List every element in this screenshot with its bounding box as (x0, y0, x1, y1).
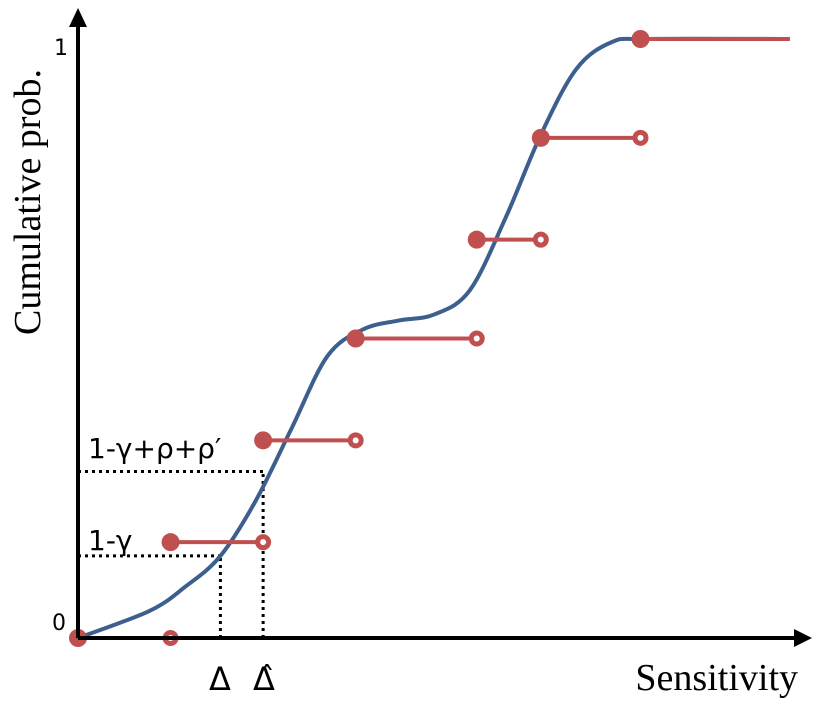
x-axis-label: Sensitivity (635, 657, 798, 699)
empirical-steps-layer (69, 30, 790, 647)
y-tick-label-0: 0 (52, 611, 66, 636)
step-closed-point (346, 329, 365, 348)
y-axis-label: Cumulative prob. (7, 69, 49, 335)
step-open-point-hole (260, 539, 267, 546)
step-closed-point (161, 533, 180, 552)
x-annotation-label-delta-hat: Δ̂ (253, 660, 275, 698)
step-open-point-hole (537, 236, 544, 243)
step-open-point-hole (473, 335, 480, 342)
cdf-curve-layer (77, 36, 791, 640)
guide-lines (78, 469, 265, 638)
step-closed-point (467, 230, 486, 249)
step-closed-point (254, 431, 273, 450)
step-open-point-hole (637, 134, 644, 141)
step-closed-point (631, 30, 650, 48)
y-tick-label-1: 1 (54, 36, 68, 61)
x-annotation-label-delta: Δ (209, 660, 231, 698)
x-axis-arrow-icon (794, 629, 812, 647)
cdf-curve (77, 36, 791, 640)
step-open-point-hole (352, 437, 359, 444)
step-closed-point (531, 128, 550, 147)
y-annotation-label-1-gamma: 1-γ (88, 524, 133, 557)
y-axis-arrow-icon (69, 8, 87, 27)
y-annotation-label-1-gamma-rho: 1-γ+ρ+ρ′ (88, 432, 221, 465)
